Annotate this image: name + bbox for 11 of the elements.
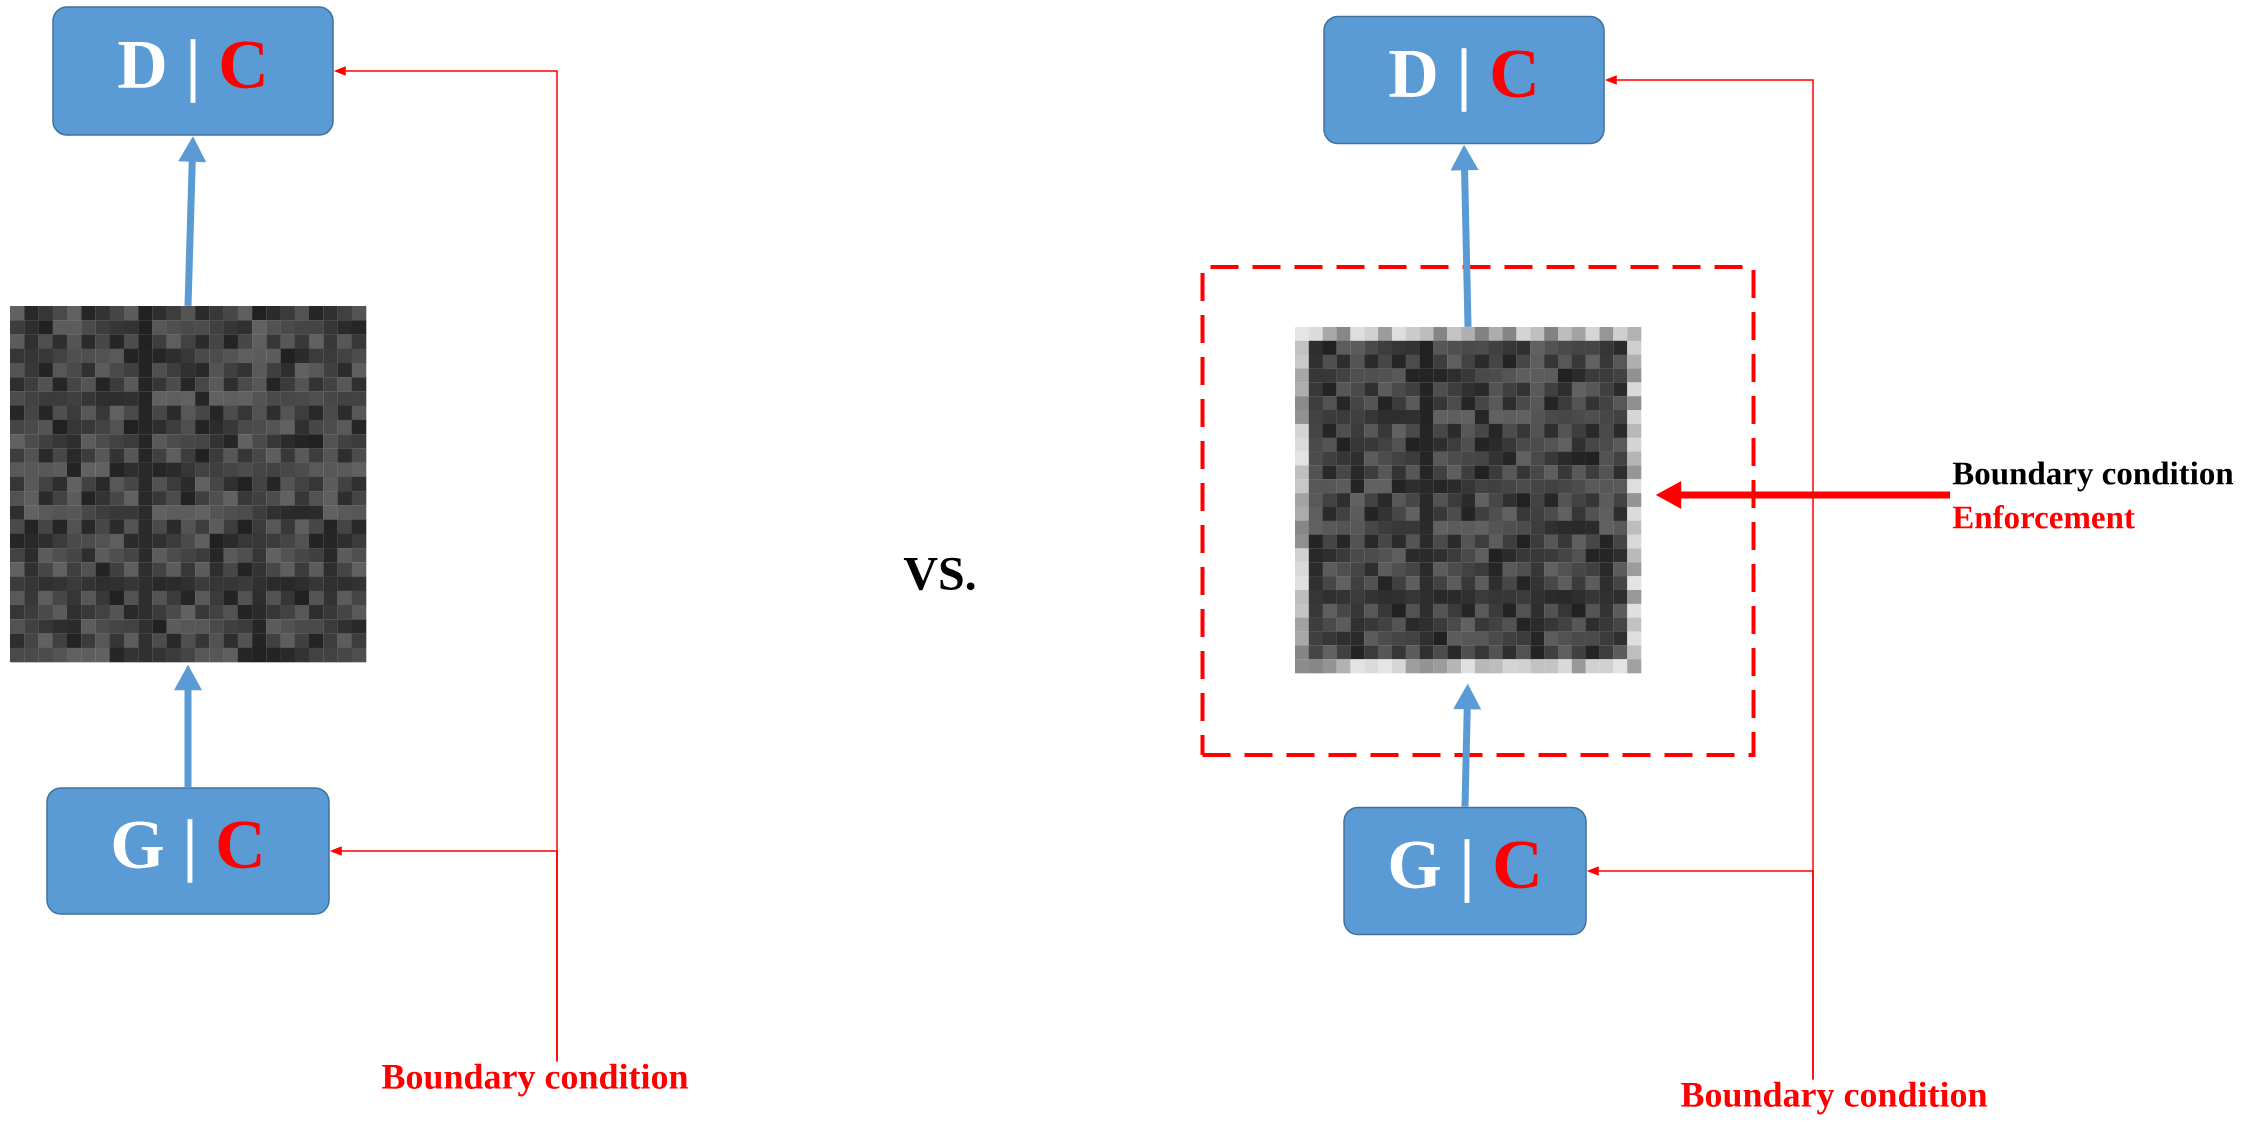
noise-image-drawing [10, 306, 367, 663]
letter-box: D | C [1323, 15, 1605, 145]
enforcement-label: Boundary condition Enforcement [1952, 461, 2234, 529]
dashed-frame [1200, 265, 1756, 757]
noise-image-drawing [1295, 327, 1642, 674]
boundary-label: Boundary condition [382, 1063, 688, 1097]
letter-box: G | C [1343, 806, 1587, 936]
vs-label: VS. [903, 557, 975, 591]
letter-box: D | C [52, 6, 334, 136]
boundary-label: Boundary condition [1681, 1081, 1987, 1115]
letter-box: G | C [46, 787, 330, 915]
